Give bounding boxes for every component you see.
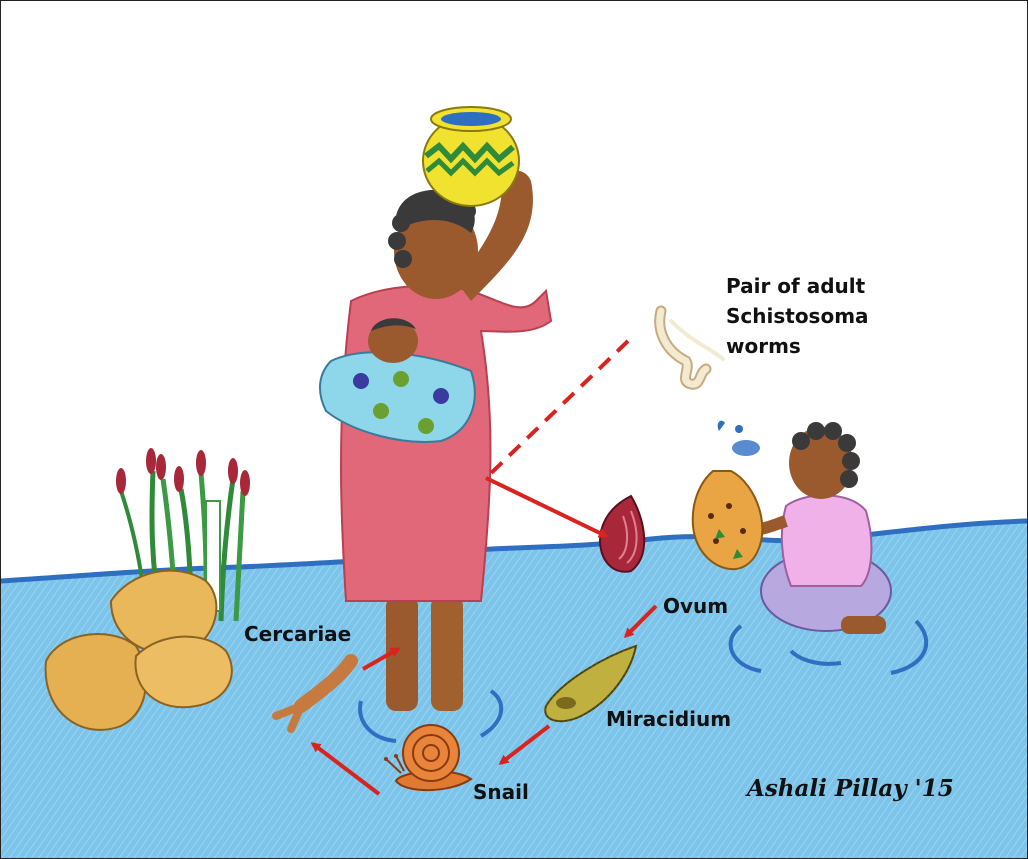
label-miracidium: Miracidium [606,704,731,734]
artist-signature: Ashali Pillay '15 [747,775,954,802]
label-adult-worms-line1: Pair of adult [726,271,869,301]
adult-worms [660,311,723,384]
arrow-woman-to-ovum [486,478,606,536]
label-adult-worms-line2: Schistosoma [726,301,869,331]
label-adult-worms-line3: worms [726,331,869,361]
arrow-worms-to-woman-dashed [486,341,628,478]
water-pot [423,107,519,206]
label-cercariae: Cercariae [244,619,351,649]
ovum [600,496,644,572]
label-snail: Snail [473,777,529,807]
label-adult-worms: Pair of adult Schistosoma worms [726,271,869,361]
label-ovum: Ovum [663,591,728,621]
